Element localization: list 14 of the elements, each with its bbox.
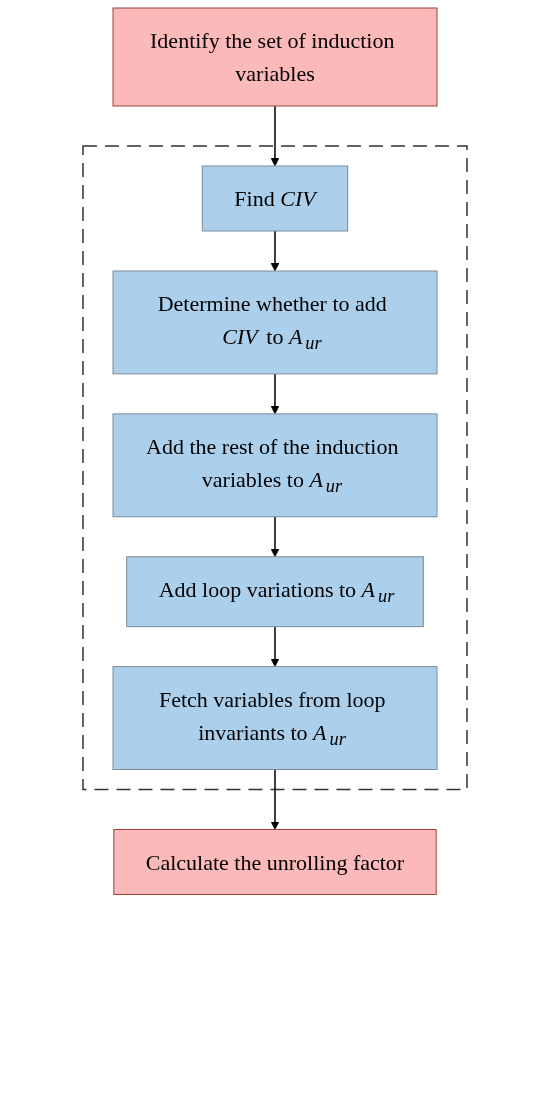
arrow xyxy=(270,516,280,558)
cluster xyxy=(82,145,468,791)
node-box: Fetch variables from loop invariants to A$_{ur}$ xyxy=(112,666,438,770)
arrow xyxy=(270,105,280,167)
node-box: Determine whether to add CIV to A$_{ur}$ xyxy=(112,270,438,375)
node-box: Add the rest of the induction variables to A$_{ur}$ xyxy=(112,413,438,518)
node-box: Add loop variations to A$_{ur}$ xyxy=(126,556,424,628)
arrow xyxy=(270,768,280,830)
node-box: Calculate the unrolling factor xyxy=(113,829,437,895)
arrow xyxy=(270,230,280,272)
node-box: Find CIV xyxy=(201,165,349,232)
node-box: Identify the set of induction variables xyxy=(112,7,438,107)
arrow xyxy=(270,373,280,415)
arrow xyxy=(270,625,280,668)
